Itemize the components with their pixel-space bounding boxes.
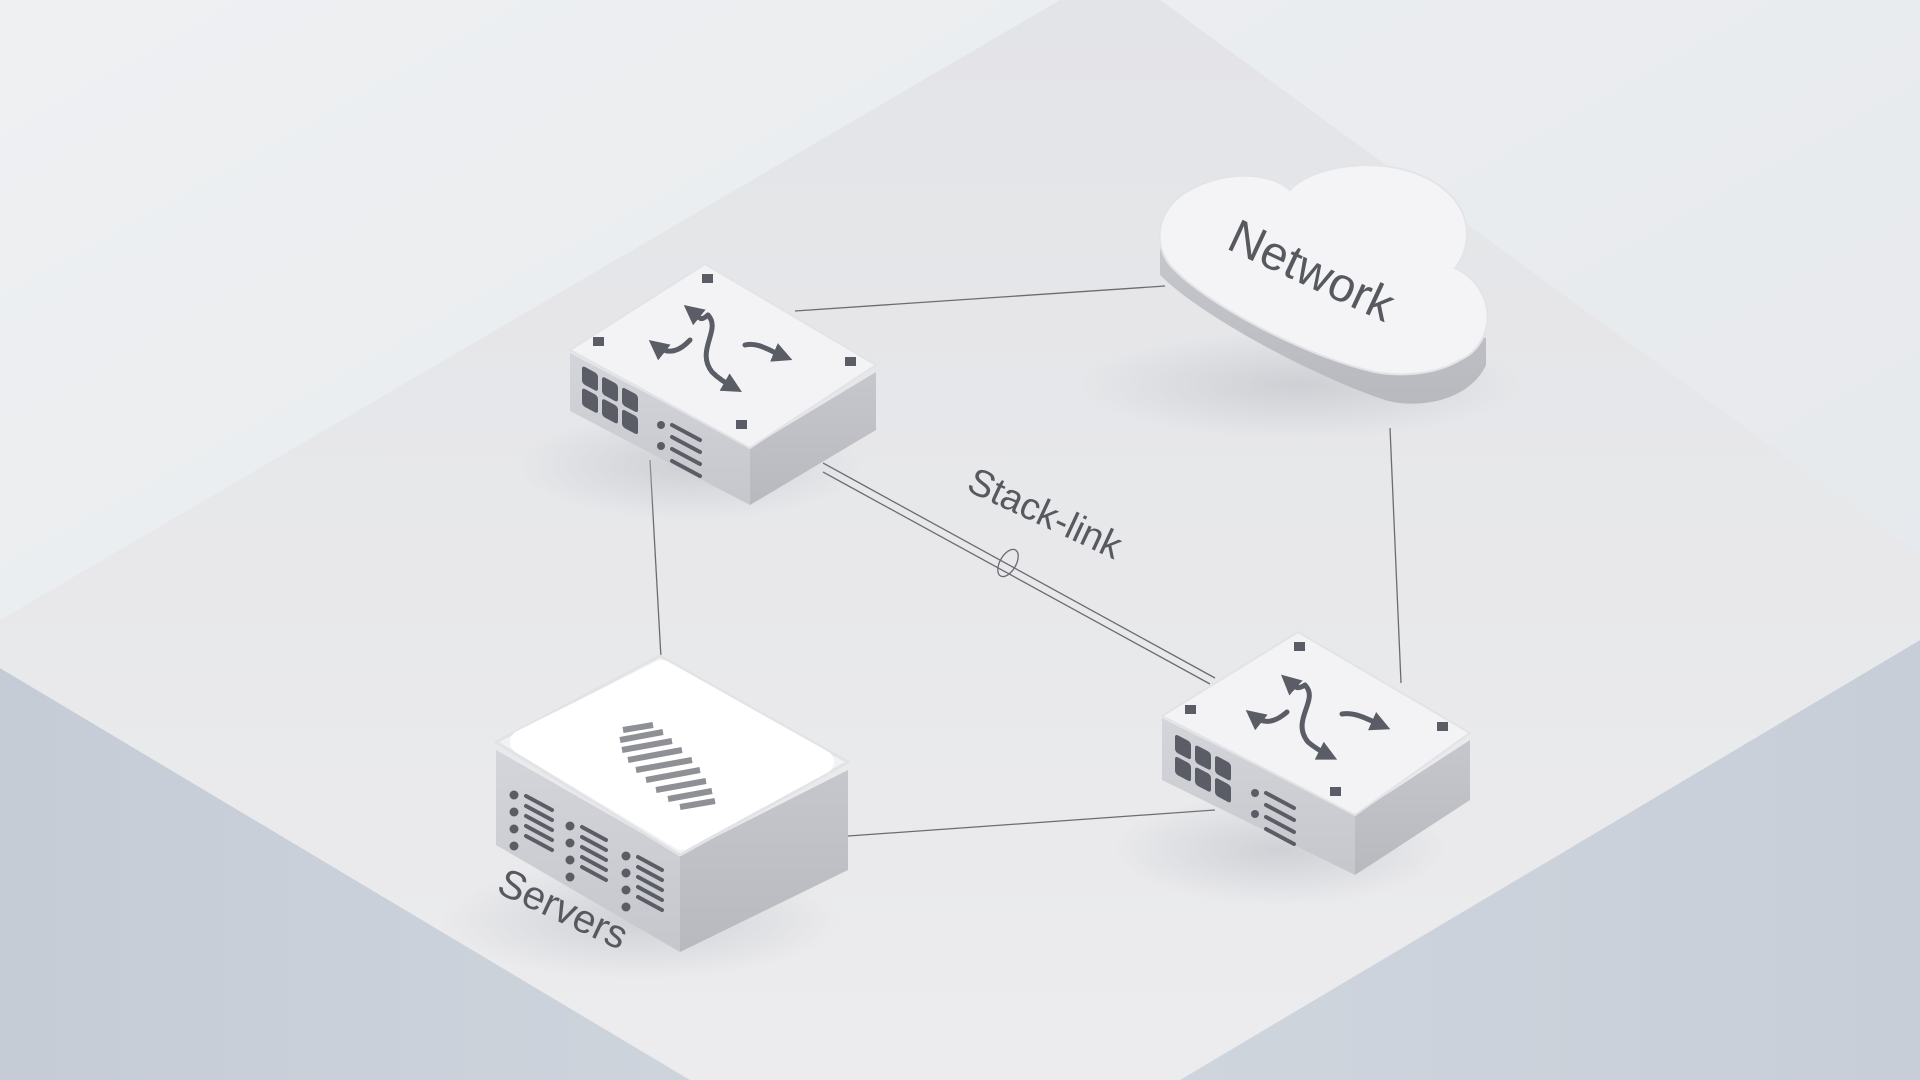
switch-right-top-face <box>1161 631 1471 816</box>
corner-marker <box>593 337 604 346</box>
switch-top-ports <box>582 366 638 435</box>
corner-marker <box>845 357 856 366</box>
rack-bar <box>622 722 654 733</box>
switch-top-top-face <box>569 263 877 449</box>
rack-bar <box>679 798 716 810</box>
status-led <box>657 442 665 450</box>
switch-right-corner-markers <box>1185 642 1448 796</box>
corner-marker <box>702 274 713 283</box>
switch-top-status-lines <box>657 421 702 478</box>
status-line <box>1264 803 1296 822</box>
status-line <box>670 459 702 478</box>
servers-right-face <box>680 770 848 952</box>
rack-bar <box>645 767 701 783</box>
server-led <box>621 902 631 912</box>
switch-top-right-face <box>750 372 876 505</box>
status-line <box>1264 827 1296 846</box>
switch-arrows-icon <box>648 305 793 392</box>
switch-right-status-lines <box>1251 789 1296 846</box>
server-slot <box>636 865 664 882</box>
server-led <box>509 790 519 800</box>
server-slot <box>580 845 608 862</box>
port <box>1195 745 1211 770</box>
server-led <box>621 851 631 861</box>
stack-link-line-b <box>822 471 1211 685</box>
rack-bar <box>619 729 664 743</box>
port <box>1175 734 1191 760</box>
server-slot <box>636 855 664 872</box>
server-slot <box>636 885 664 902</box>
server-led <box>621 885 631 895</box>
port <box>1215 778 1231 803</box>
status-line <box>670 447 702 466</box>
server-slot <box>636 895 664 912</box>
rack-bar <box>667 788 713 802</box>
server-led <box>621 868 631 878</box>
server-slot <box>524 794 554 812</box>
switch-right-right-face <box>1355 740 1470 875</box>
port <box>1175 756 1191 782</box>
switch-arrows-icon <box>1245 674 1391 760</box>
network-cloud: Network <box>1080 164 1520 440</box>
switch-right-ports <box>1175 734 1231 803</box>
server-slot <box>636 875 664 892</box>
rack-bar <box>655 778 707 793</box>
stack-link-line-a <box>822 462 1216 679</box>
rack-bar <box>627 747 683 763</box>
cloud-icon <box>1158 164 1489 376</box>
status-led <box>1251 789 1259 797</box>
servers-front-panel <box>509 790 664 912</box>
status-line <box>1264 791 1296 810</box>
port <box>622 387 638 413</box>
port <box>602 399 618 424</box>
port <box>622 409 638 435</box>
rack-bar <box>621 738 673 753</box>
corner-marker <box>1437 722 1448 731</box>
server-slot <box>524 824 554 842</box>
switch-right <box>1110 631 1471 905</box>
server-slot <box>580 835 608 852</box>
server-led <box>509 841 519 851</box>
link-network-to-switch-right <box>1389 427 1402 684</box>
server-slot <box>524 834 554 852</box>
corner-marker <box>1185 705 1196 714</box>
server-led <box>509 807 519 817</box>
port <box>1215 756 1231 781</box>
links <box>649 285 1402 837</box>
status-line <box>1264 815 1296 834</box>
stack-link-bundle-ring <box>997 548 1019 578</box>
server-slot <box>580 855 608 872</box>
server-led <box>565 872 575 882</box>
server-slot <box>580 825 608 842</box>
servers: Servers <box>440 654 850 980</box>
status-led <box>1251 810 1259 818</box>
server-led <box>565 855 575 865</box>
link-switch-top-to-network <box>794 285 1166 312</box>
port <box>1195 767 1211 792</box>
server-led <box>565 838 575 848</box>
server-led <box>565 821 575 831</box>
status-line <box>670 435 702 454</box>
rack-bar <box>635 757 693 773</box>
port <box>602 377 618 402</box>
status-led <box>657 421 665 429</box>
servers-top-inset <box>510 660 834 850</box>
port <box>582 388 598 413</box>
stack-link <box>822 462 1216 685</box>
corner-marker <box>1330 787 1341 796</box>
server-slot <box>524 814 554 832</box>
switch-top <box>520 263 877 520</box>
corner-marker <box>1294 642 1305 651</box>
server-rack-icon <box>619 722 716 810</box>
switch-top-corner-markers <box>593 274 856 429</box>
corner-marker <box>736 420 747 429</box>
port <box>582 366 598 391</box>
server-slot <box>524 804 554 822</box>
status-line <box>670 423 702 442</box>
server-slot <box>580 865 608 882</box>
server-led <box>509 824 519 834</box>
